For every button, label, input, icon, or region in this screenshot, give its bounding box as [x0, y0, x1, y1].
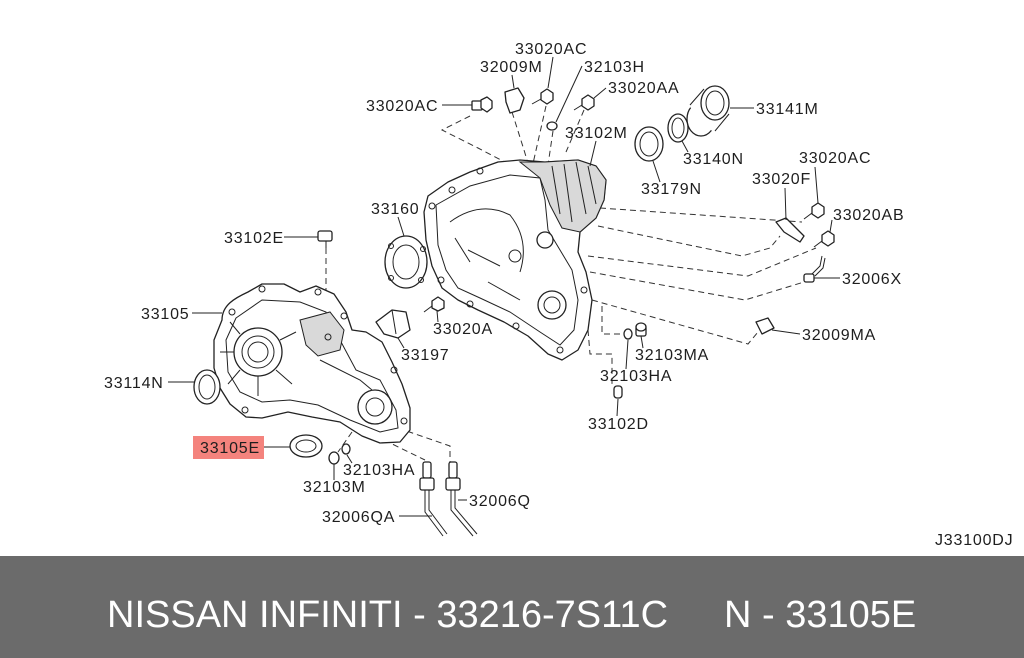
assembly-guide-line [597, 225, 781, 257]
diagram-code: J33100DJ [935, 532, 1013, 549]
part-callout: 33141M [756, 101, 819, 118]
sensor-32006q-drawing [445, 461, 478, 537]
plug-32103m-drawing [328, 451, 340, 465]
part-callout: 32006X [842, 271, 902, 288]
part-callout: 33114N [104, 375, 164, 392]
o-ring-32103ha-right-drawing [623, 328, 633, 340]
footer-oem-reference: N - 33105E [724, 594, 916, 636]
part-callout: 32009M [480, 59, 543, 76]
part-callout: 33020AB [833, 207, 904, 224]
assembly-guide-line [589, 271, 805, 301]
part-callout: 33020A [433, 321, 493, 338]
leader-line [814, 166, 819, 204]
leader-line [593, 87, 607, 99]
leader-line [555, 65, 583, 123]
seal-33179n-drawing [634, 126, 664, 162]
leader-line [681, 140, 689, 153]
footer-part-number: NISSAN INFINITI - 33216-7S11C [107, 594, 668, 636]
highlighted-part-callout: 33105E [200, 440, 260, 457]
leader-line [346, 454, 353, 464]
assembly-guide-line [547, 130, 554, 166]
leader-line [589, 140, 597, 167]
rear-housing-drawing [423, 159, 607, 361]
leader-line [616, 398, 619, 417]
seal-33114n-drawing [193, 369, 221, 405]
sleeve-33141m-drawing [686, 85, 730, 137]
highlighted-callout: 33105E [193, 436, 264, 459]
part-callout: 32006QA [322, 509, 395, 526]
highlight-box [193, 436, 264, 459]
assembly-guide-line [601, 306, 624, 335]
o-ring-32103h-drawing [546, 121, 558, 131]
part-callout: 33020AC [515, 41, 587, 58]
bracket-33197-drawing [375, 309, 411, 339]
part-callout: 32103HA [600, 368, 672, 385]
callout-labels: 33020AC 32009M 32103H 33020AA 33020AC 33… [104, 41, 1013, 549]
bolt-33020ac-right-drawing [803, 202, 825, 220]
leader-line [829, 219, 833, 233]
assembly-guide-line [531, 105, 547, 169]
plug-32103ma-drawing [635, 322, 647, 337]
assembly-guide-line [383, 439, 426, 461]
assembly-guide-line [587, 329, 613, 386]
leader-line [547, 56, 554, 89]
assembly-guide-line [599, 207, 803, 223]
part-callout: 33160 [371, 201, 420, 218]
leader-line [652, 160, 661, 183]
leader-line [436, 310, 439, 323]
bracket-32009m-drawing [504, 87, 525, 114]
part-callout: 33197 [401, 347, 450, 364]
part-callout: 33020AC [799, 150, 871, 167]
dowel-33102d-drawing [613, 385, 623, 399]
part-callout: 32103MA [635, 347, 709, 364]
assembly-guide-line [440, 115, 521, 171]
seal-33105e-drawing [289, 434, 323, 458]
part-callout: 32103H [584, 59, 645, 76]
leader-line [511, 74, 515, 89]
bolt-33020aa-drawing [573, 94, 595, 111]
bolt-33020ac-top-drawing [531, 88, 554, 105]
footer-bar: NISSAN INFINITI - 33216-7S11C N - 33105E [0, 556, 1024, 658]
leader-line [640, 335, 644, 349]
clip-32009ma-drawing [755, 317, 775, 335]
assembly-guide-lines [325, 105, 817, 462]
dowel-33102e-drawing [317, 230, 333, 248]
part-callout: 33020F [752, 171, 811, 188]
bolt-33020ab-drawing [813, 230, 835, 248]
leader-line [771, 329, 801, 335]
leader-line [784, 187, 787, 221]
assembly-guide-line [587, 247, 817, 277]
assembly-guide-line [591, 299, 759, 345]
footer-background [0, 556, 1024, 658]
bolt-33020a-drawing [423, 296, 445, 313]
part-callout: 33102M [565, 125, 628, 142]
part-callout: 33020AA [608, 80, 679, 97]
o-ring-32103ha-drawing [341, 443, 351, 455]
part-callout: 33102E [224, 230, 284, 247]
front-housing-drawing [213, 283, 411, 444]
gasket-33160-drawing [384, 235, 428, 289]
leader-line [397, 216, 405, 237]
assembly-guide-line [565, 109, 585, 153]
part-callout: 32103HA [343, 462, 415, 479]
part-callout: 33020AC [366, 98, 438, 115]
part-callout: 33105 [141, 306, 190, 323]
sensor-32006qa-drawing [419, 461, 448, 537]
bracket-33020f-drawing [775, 217, 805, 243]
part-callout: 33140N [683, 151, 744, 168]
ring-33140n-drawing [667, 113, 689, 143]
part-callout: 33102D [588, 416, 649, 433]
part-callout: 32009MA [802, 327, 876, 344]
assembly-guide-line [397, 427, 451, 462]
part-callout: 32006Q [469, 493, 531, 510]
leader-line [397, 337, 405, 349]
bolt-33020ac-left-drawing [471, 96, 493, 113]
part-callout: 32103M [303, 479, 366, 496]
leader-line [625, 339, 629, 370]
part-callout: 33179N [641, 181, 702, 198]
leader-lines [168, 56, 840, 517]
assembly-guide-line [337, 431, 353, 453]
